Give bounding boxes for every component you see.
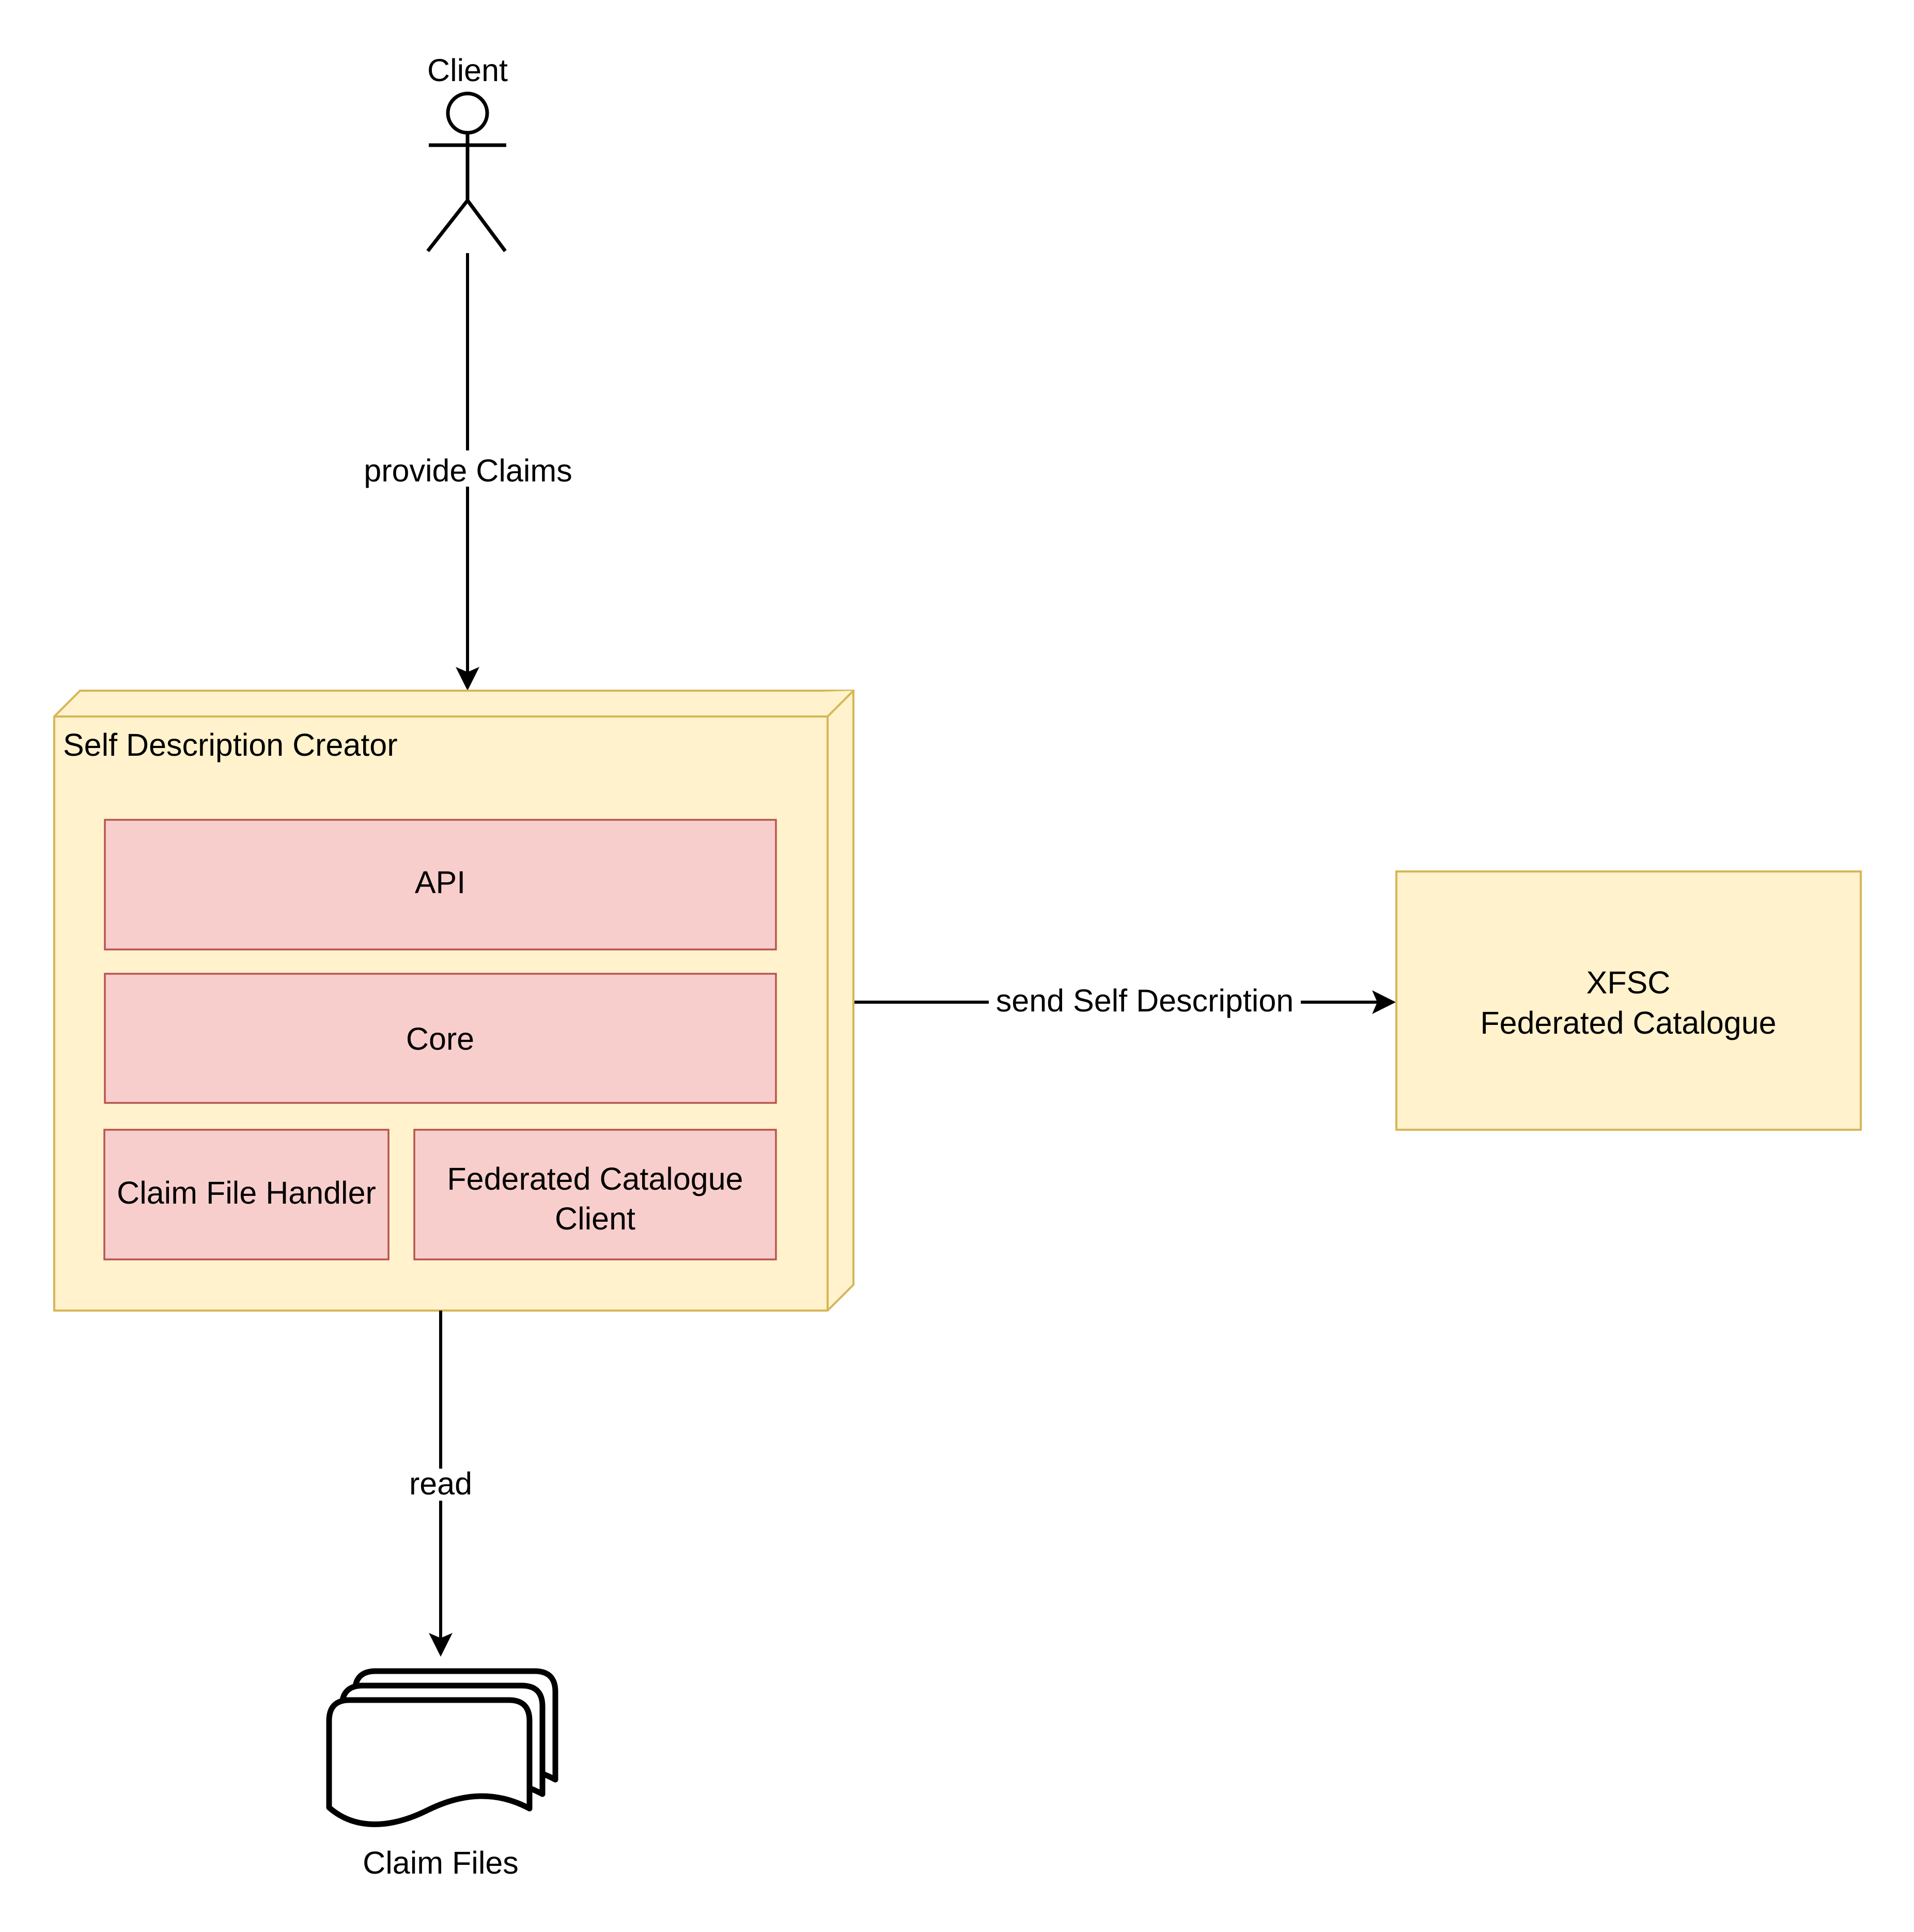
component-core-label: Core — [406, 1021, 474, 1056]
component-api-box — [104, 819, 777, 951]
component-claim-file-handler-box — [103, 1129, 390, 1260]
xfsc-federated-catalogue-label-line1: XFSC — [1586, 965, 1671, 1000]
edge-provide-claims-label-bg — [368, 450, 568, 487]
actor-leg-left — [426, 199, 469, 253]
stacked-documents-icon — [326, 1668, 558, 1827]
component-federated-catalogue-client-label-line1: Federated Catalogue — [447, 1161, 743, 1196]
edge-read: read — [407, 1311, 474, 1657]
xfsc-federated-catalogue-label-line2: Federated Catalogue — [1480, 1005, 1776, 1040]
xfsc-federated-catalogue-node: XFSC Federated Catalogue — [1395, 870, 1862, 1131]
self-description-creator-title: Self Description Creator — [63, 727, 398, 762]
self-description-creator-cube-inner-edges — [54, 690, 854, 1311]
component-api: API — [104, 819, 777, 951]
edge-send-self-description: send Self Description — [854, 983, 1396, 1020]
edge-provide-claims-label: provide Claims — [364, 453, 572, 488]
component-federated-catalogue-client: Federated Catalogue Client — [413, 1129, 777, 1260]
self-description-creator-node: Self Description Creator API Core Claim … — [53, 690, 854, 1312]
actor-head — [446, 91, 489, 135]
component-federated-catalogue-client-label-line2: Client — [555, 1201, 635, 1236]
arrowhead-down-icon — [456, 667, 479, 691]
arrowhead-right-icon — [1372, 990, 1396, 1014]
edge-provide-claims: provide Claims — [364, 253, 572, 691]
component-federated-catalogue-client-box — [413, 1129, 777, 1260]
arrowhead-down-icon — [429, 1633, 453, 1657]
xfsc-federated-catalogue-box — [1395, 870, 1862, 1131]
component-core: Core — [104, 973, 777, 1104]
actor-stick-figure-icon — [426, 91, 507, 253]
edge-read-label-bg — [407, 1469, 474, 1501]
edge-send-self-description-label-bg — [989, 985, 1301, 1020]
client-actor-node: Client — [426, 53, 508, 253]
component-claim-file-handler: Claim File Handler — [103, 1129, 390, 1260]
edge-send-self-description-label: send Self Description — [996, 983, 1294, 1018]
edge-read-label: read — [409, 1466, 472, 1501]
client-actor-label: Client — [427, 53, 508, 88]
actor-leg-right — [466, 199, 507, 253]
component-api-label: API — [415, 865, 465, 900]
claim-files-node: Claim Files — [326, 1668, 558, 1880]
component-claim-file-handler-label: Claim File Handler — [117, 1175, 376, 1210]
document-front — [326, 1697, 533, 1827]
claim-files-label: Claim Files — [363, 1845, 519, 1880]
component-core-box — [104, 973, 777, 1104]
